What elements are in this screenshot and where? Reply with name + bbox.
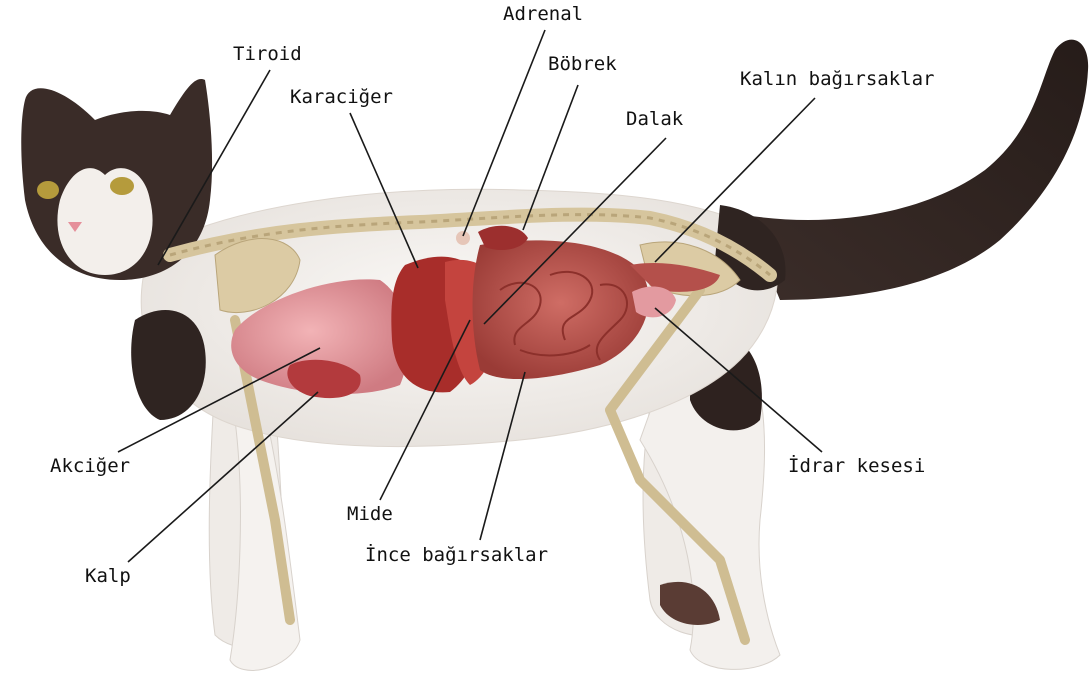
label-akciger: Akciğer bbox=[50, 457, 130, 476]
label-mide: Mide bbox=[347, 505, 393, 524]
label-karaciger: Karaciğer bbox=[290, 88, 393, 107]
label-idrar-kesesi: İdrar kesesi bbox=[788, 457, 925, 476]
label-kalin-bagirsaklar: Kalın bağırsaklar bbox=[740, 70, 934, 89]
face-white bbox=[57, 168, 152, 275]
eye-right bbox=[110, 177, 134, 195]
eye-left bbox=[37, 181, 59, 199]
adrenal-gland bbox=[456, 231, 470, 245]
label-ince-bagirsaklar: İnce bağırsaklar bbox=[365, 546, 548, 565]
label-bobrek: Böbrek bbox=[548, 55, 617, 74]
label-kalp: Kalp bbox=[85, 567, 131, 586]
label-adrenal: Adrenal bbox=[503, 5, 583, 24]
label-dalak: Dalak bbox=[626, 110, 683, 129]
label-tiroid: Tiroid bbox=[233, 45, 302, 64]
